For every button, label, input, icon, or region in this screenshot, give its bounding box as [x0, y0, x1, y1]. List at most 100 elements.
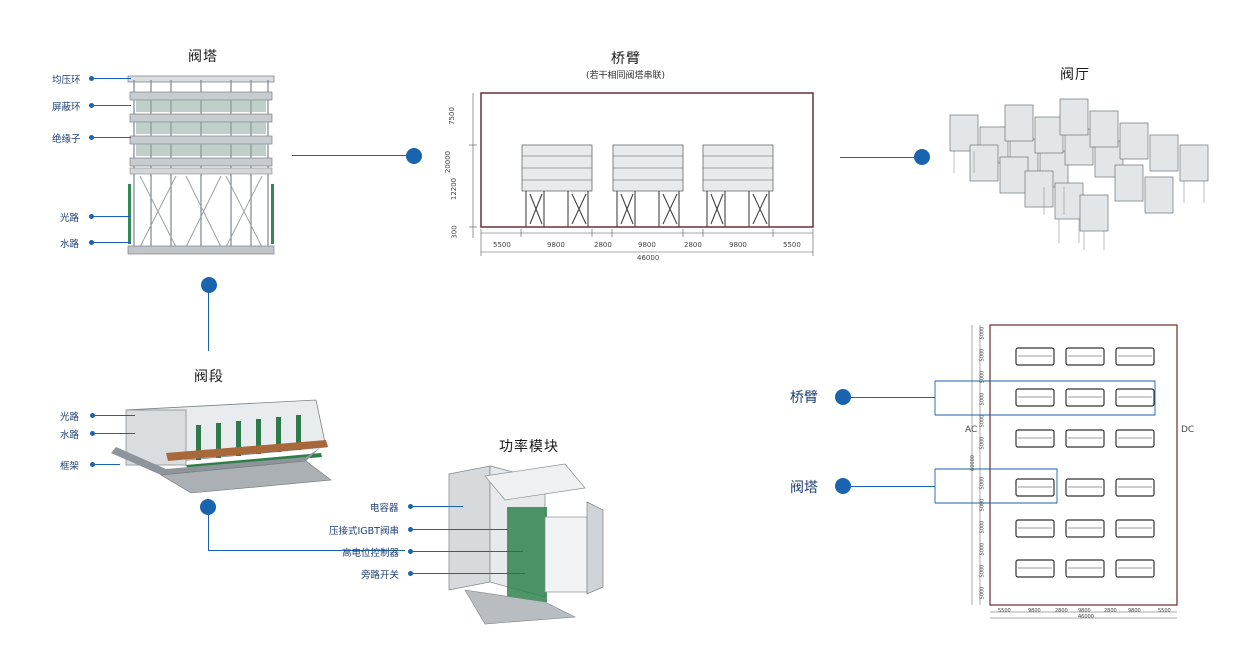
connector-dot-bridge-hall: [914, 149, 930, 165]
module-leader-1: [413, 529, 508, 530]
bridge-vdim-0: 7500: [447, 107, 456, 125]
tower-label-grading-ring: 均压环: [52, 75, 81, 86]
section-to-module-connector-h: [208, 550, 405, 551]
tower-dot-4: [89, 240, 94, 245]
bridge-to-hall-connector: [840, 157, 915, 158]
tower-to-bridge-connector: [292, 155, 407, 156]
connector-dot-tower-bridge: [406, 148, 422, 164]
section-leader-2: [95, 464, 120, 465]
module-label-controller: 高电位控制器: [342, 548, 400, 559]
valve-section-title: 阀段: [194, 369, 224, 385]
bridge-tower-1: [521, 144, 593, 227]
plan-ac-label: AC: [965, 425, 978, 435]
plan-sdim-5: 5000: [979, 436, 986, 450]
power-module-illustration: [448, 463, 604, 625]
plan-sdim-6: 5000: [979, 476, 986, 490]
module-label-capacitor: 电容器: [370, 503, 399, 514]
tower-leader-1: [93, 105, 131, 106]
module-dot-0: [408, 504, 413, 509]
bridge-total-dim: 46000: [637, 254, 660, 262]
plan-dc-label: DC: [1181, 425, 1195, 435]
plan-sdim-2: 5000: [979, 370, 986, 384]
plan-side-total: 60000: [969, 455, 976, 471]
tower-leader-4: [93, 242, 131, 243]
valve-hall-title: 阀厅: [1060, 67, 1090, 83]
connector-dot-tower-section: [201, 277, 217, 293]
plan-view-drawing: [934, 324, 1178, 619]
bridge-tower-3: [702, 144, 774, 227]
section-dot-0: [90, 413, 95, 418]
plan-sdim-9: 5000: [979, 542, 986, 556]
plan-bdim-2: 2800: [1055, 608, 1068, 614]
plan-sdim-10: 5000: [979, 564, 986, 578]
bridge-tower-2: [612, 144, 684, 227]
plan-dot-valve-tower: [835, 478, 851, 494]
plan-bdim-4: 2800: [1104, 608, 1117, 614]
plan-sdim-11: 5000: [979, 586, 986, 600]
plan-label-bridge-arm: 桥臂: [790, 390, 818, 406]
bridge-hdim-1: 9800: [547, 241, 565, 249]
bridge-arm-subtitle: (若干相同阀塔串联): [586, 71, 666, 81]
plan-total-dim: 46000: [1078, 614, 1094, 620]
valve-tower-title: 阀塔: [188, 49, 218, 65]
section-label-optical-path: 光路: [60, 412, 80, 423]
section-leader-1: [95, 433, 135, 434]
bridge-arm-title: 桥臂: [611, 51, 641, 67]
bridge-vdim-2: 12200: [450, 177, 459, 201]
module-label-bypass-switch: 旁路开关: [361, 570, 400, 581]
tower-label-optical-path: 光路: [60, 213, 80, 224]
valve-section-illustration: [111, 399, 332, 494]
module-leader-2: [413, 551, 523, 552]
bridge-hdim-2: 2800: [594, 241, 612, 249]
plan-sdim-3: 5000: [979, 392, 986, 406]
plan-bdim-3: 9800: [1078, 608, 1091, 614]
bridge-hdim-4: 2800: [684, 241, 702, 249]
connector-dot-section-module: [200, 499, 216, 515]
tower-dot-3: [89, 214, 94, 219]
plan-sdim-7: 5000: [979, 498, 986, 512]
plan-leader-bridge-arm: [851, 397, 935, 398]
tower-label-insulator: 绝缘子: [52, 134, 81, 145]
tower-dot-2: [89, 135, 94, 140]
section-dot-2: [90, 462, 95, 467]
plan-bdim-1: 9800: [1028, 608, 1041, 614]
tower-to-section-connector: [208, 293, 209, 351]
module-dot-1: [408, 527, 413, 532]
bridge-hdim-5: 9800: [729, 241, 747, 249]
module-leader-3: [413, 573, 525, 574]
module-dot-2: [408, 549, 413, 554]
plan-sdim-1: 5000: [979, 348, 986, 362]
plan-dot-bridge-arm: [835, 389, 851, 405]
bridge-arm-drawing: [469, 92, 814, 256]
tower-dot-0: [89, 76, 94, 81]
power-module-title: 功率模块: [499, 439, 559, 455]
section-label-water-path: 水路: [60, 430, 80, 441]
plan-side-dims: 5000 5000 5000 5000 5000 5000 5000 5000 …: [976, 326, 986, 600]
module-label-igbt-string: 压接式IGBT阀串: [329, 526, 399, 537]
tower-label-water-path: 水路: [60, 239, 80, 250]
tower-label-shield-ring: 屏蔽环: [52, 102, 81, 113]
bridge-vdim-3: 300: [450, 225, 459, 239]
valve-hall-illustration: [949, 98, 1209, 250]
plan-sdim-0: 5000: [979, 326, 986, 340]
plan-sdim-8: 5000: [979, 520, 986, 534]
tower-leader-2: [93, 137, 131, 138]
module-dot-3: [408, 571, 413, 576]
tower-leader-3: [93, 216, 131, 217]
bridge-hdim-3: 9800: [638, 241, 656, 249]
tower-leader-0: [93, 78, 131, 79]
section-label-frame: 框架: [60, 461, 80, 472]
section-to-module-connector-v: [208, 515, 209, 550]
bridge-hdim-0: 5500: [493, 241, 511, 249]
plan-sdim-4: 5000: [979, 414, 986, 428]
valve-tower-illustration: [127, 75, 275, 255]
plan-bdim-5: 9800: [1128, 608, 1141, 614]
section-dot-1: [90, 431, 95, 436]
module-leader-0: [413, 506, 463, 507]
plan-bdim-6: 5500: [1158, 608, 1171, 614]
bridge-hdim-6: 5500: [783, 241, 801, 249]
plan-label-valve-tower: 阀塔: [790, 480, 818, 496]
tower-dot-1: [89, 103, 94, 108]
section-leader-0: [95, 415, 135, 416]
plan-bdim-0: 5500: [998, 608, 1011, 614]
